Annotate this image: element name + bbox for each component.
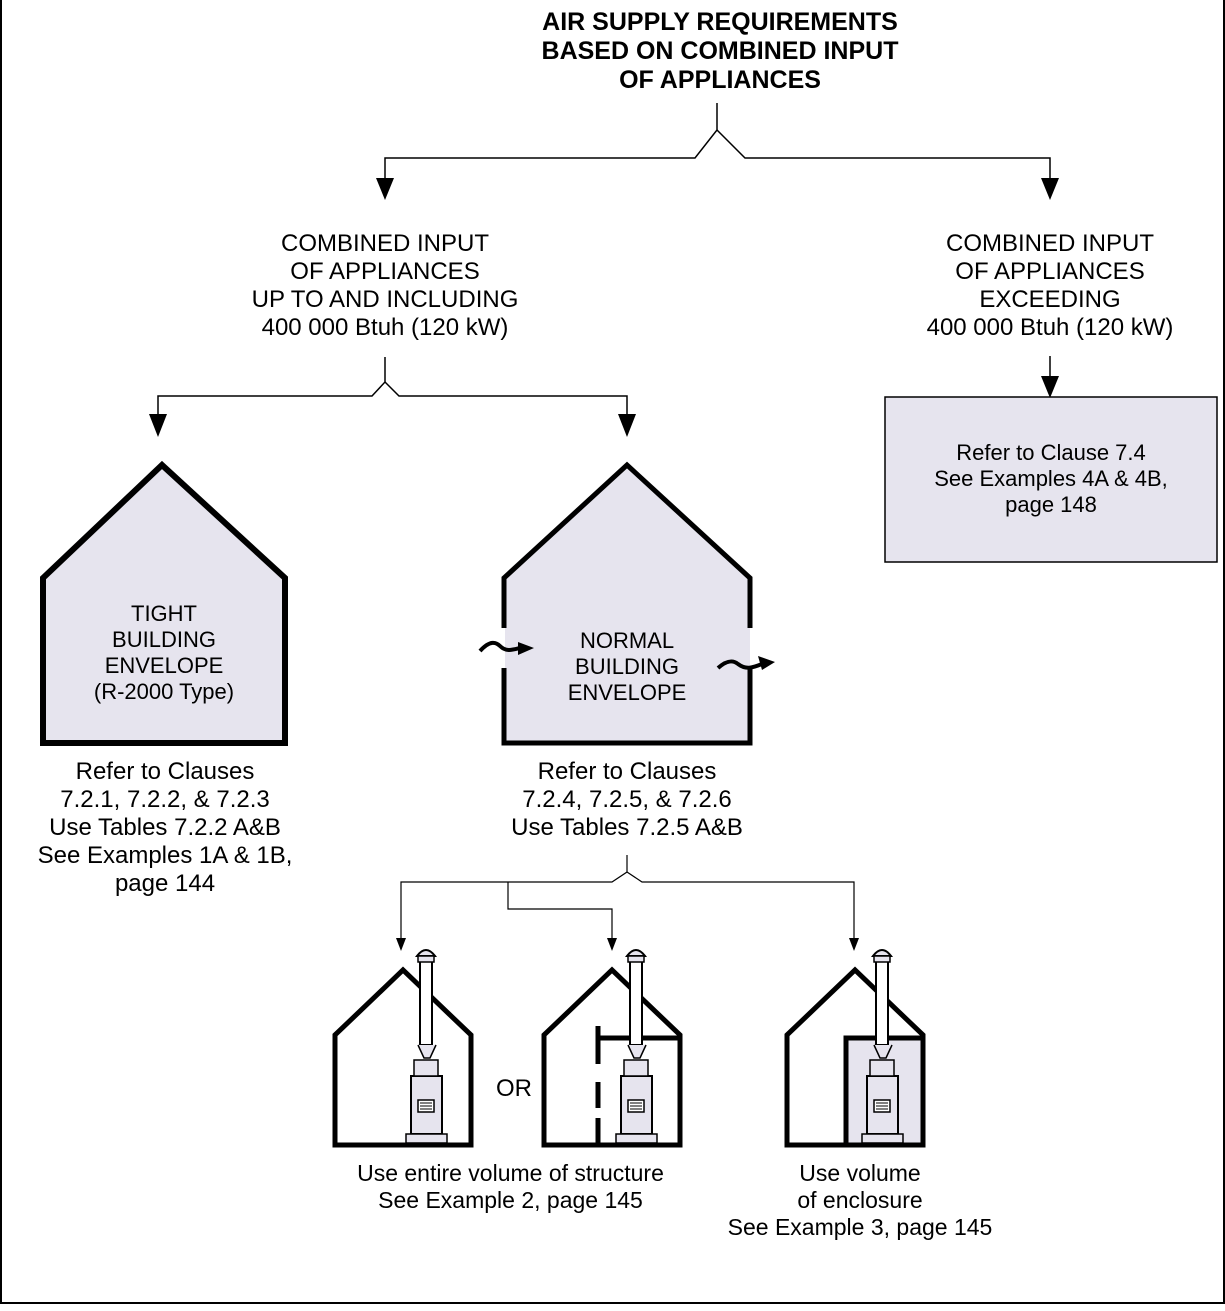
airflow-in-arrow (478, 640, 521, 653)
airflow-out-arrowhead (758, 656, 775, 670)
enclosure-caption-line: Use volume (799, 1160, 921, 1186)
normal-caption-line: Use Tables 7.2.5 A&B (511, 814, 743, 841)
title-line: AIR SUPPLY REQUIREMENTS (542, 8, 898, 36)
arrow-to-right-branch (1041, 178, 1059, 200)
arrow-to-left-branch (376, 178, 394, 200)
top-split-connector (384, 103, 1051, 180)
small-house-enclosure (784, 949, 926, 1148)
normal-house-shape (501, 461, 753, 746)
small-house-entire-structure (332, 949, 474, 1148)
title-line: OF APPLIANCES (619, 66, 821, 94)
clause-box-line: Refer to Clause 7.4 (956, 440, 1146, 465)
left-branch-split-connector (157, 357, 628, 416)
arrow-to-tight-house (149, 414, 167, 437)
left-branch-line: UP TO AND INCLUDING (251, 286, 519, 313)
arrow-to-partition-house (607, 938, 617, 951)
appliance-2 (615, 949, 658, 1144)
left-branch-line: OF APPLIANCES (290, 258, 480, 285)
title-line: BASED ON COMBINED INPUT (541, 37, 899, 65)
tight-caption-line: See Examples 1A & 1B, (37, 842, 293, 869)
right-branch-line: 400 000 Btuh (120 kW) (926, 314, 1174, 341)
right-branch-line: EXCEEDING (979, 286, 1121, 313)
bottom-split-connector (400, 855, 855, 940)
structure-caption-line: See Example 2, page 145 (378, 1187, 643, 1213)
tight-house-shape (40, 460, 288, 746)
appliance-3 (861, 949, 904, 1144)
diagram-title: AIR SUPPLY REQUIREMENTS BASED ON COMBINE… (460, 8, 980, 95)
normal-caption-line: 7.2.4, 7.2.5, & 7.2.6 (522, 786, 732, 813)
clause-7-4-text: Refer to Clause 7.4 See Examples 4A & 4B… (885, 440, 1217, 518)
tight-house-line: TIGHT (131, 601, 197, 626)
arrow-to-enclosure-house (849, 938, 859, 951)
clause-box-line: See Examples 4A & 4B, (934, 466, 1168, 491)
left-branch-line: 400 000 Btuh (120 kW) (261, 314, 509, 341)
normal-house-label: NORMAL BUILDING ENVELOPE (504, 628, 750, 706)
normal-caption-line: Refer to Clauses (537, 758, 717, 785)
appliance-1 (405, 949, 448, 1144)
right-branch-line: COMBINED INPUT (945, 230, 1154, 257)
structure-caption-line: Use entire volume of structure (357, 1160, 664, 1186)
right-branch-label: COMBINED INPUT OF APPLIANCES EXCEEDING 4… (880, 230, 1220, 342)
enclosure-caption: Use volume of enclosure See Example 3, p… (690, 1160, 1030, 1241)
tight-caption-line: 7.2.1, 7.2.2, & 7.2.3 (60, 786, 270, 813)
tight-house-caption: Refer to Clauses 7.2.1, 7.2.2, & 7.2.3 U… (0, 758, 330, 898)
right-branch-line: OF APPLIANCES (955, 258, 1145, 285)
normal-house-caption: Refer to Clauses 7.2.4, 7.2.5, & 7.2.6 U… (457, 758, 797, 842)
clause-7-4-box (884, 396, 1218, 563)
tight-house-label: TIGHT BUILDING ENVELOPE (R-2000 Type) (43, 601, 285, 705)
or-label: OR (496, 1075, 532, 1102)
tight-house-line: (R-2000 Type) (93, 679, 235, 704)
structure-caption: Use entire volume of structure See Examp… (318, 1160, 703, 1214)
normal-house-line: BUILDING (575, 654, 679, 679)
clause-box-line: page 148 (1005, 492, 1097, 517)
enclosure-caption-line: of enclosure (797, 1187, 923, 1213)
tight-house-line: BUILDING (112, 627, 216, 652)
airflow-in-arrowhead (518, 642, 534, 655)
arrow-to-right-box (1041, 376, 1059, 398)
normal-house-line: ENVELOPE (567, 680, 687, 705)
tight-caption-line: Use Tables 7.2.2 A&B (49, 814, 281, 841)
enclosure-caption-line: See Example 3, page 145 (727, 1214, 993, 1240)
airflow-out-arrow (716, 659, 763, 670)
tight-house-line: ENVELOPE (104, 653, 224, 678)
tight-caption-line: page 144 (114, 870, 216, 897)
arrow-to-structure-house (396, 938, 406, 951)
small-house-partitioned (541, 949, 683, 1148)
tight-caption-line: Refer to Clauses (75, 758, 255, 785)
left-branch-label: COMBINED INPUT OF APPLIANCES UP TO AND I… (215, 230, 555, 342)
normal-house-line: NORMAL (579, 628, 675, 653)
left-branch-line: COMBINED INPUT (280, 230, 489, 257)
arrow-to-normal-house (618, 414, 636, 437)
